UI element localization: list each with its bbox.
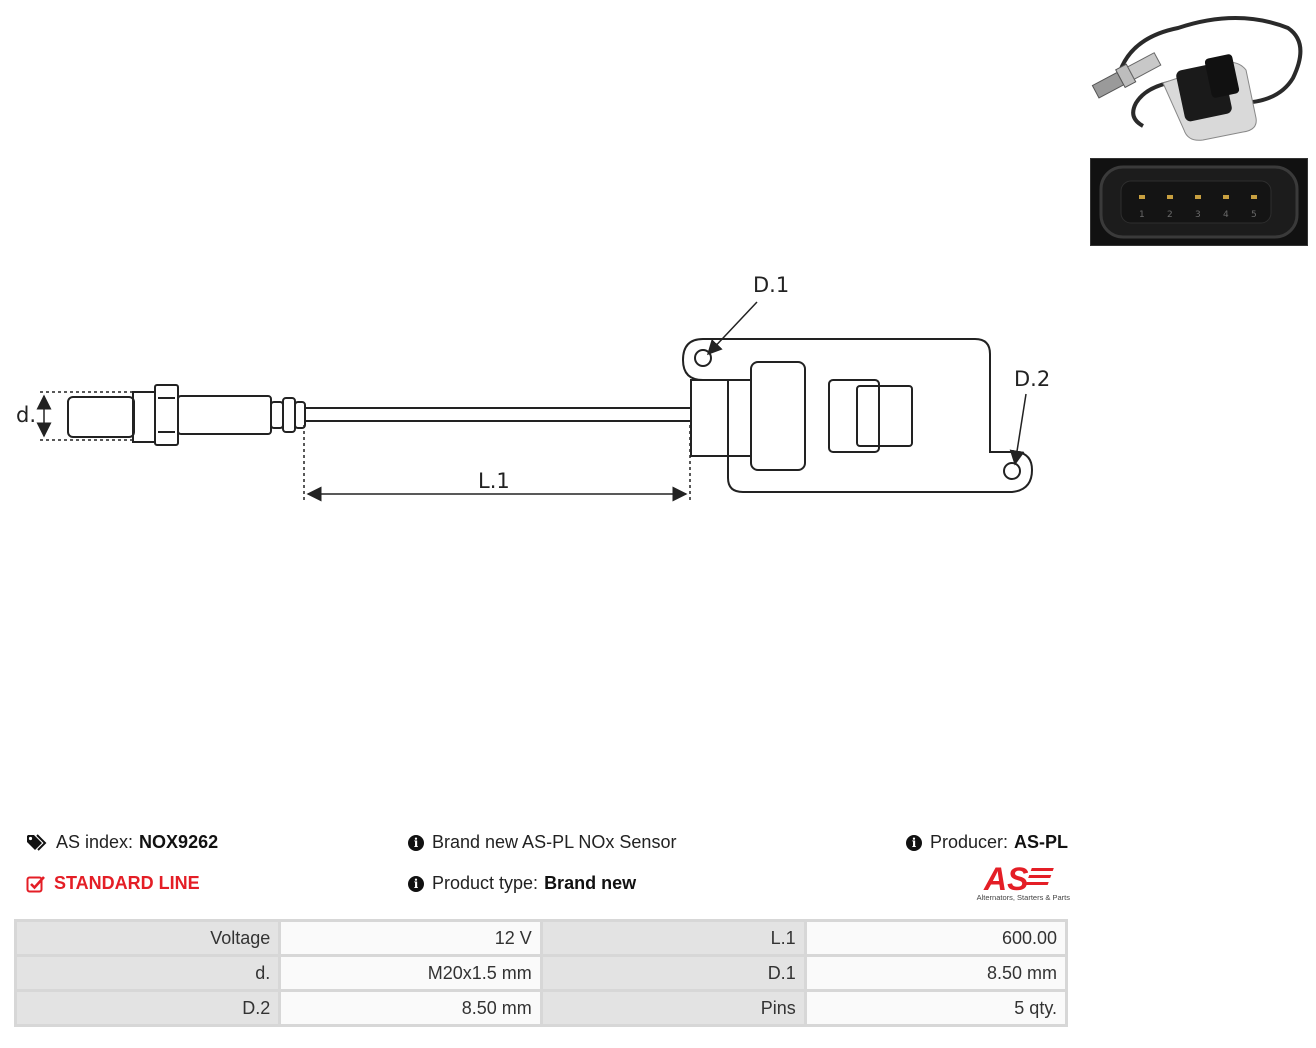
pin-label: 5 (1251, 210, 1257, 220)
pin-label: 4 (1223, 210, 1229, 220)
spec-key: D.2 (17, 992, 279, 1024)
technical-drawing: d. L.1 D.1 D.2 (16, 273, 1050, 502)
logo-tagline: Alternators, Starters & Parts (976, 893, 1070, 902)
label-d2: D.2 (1014, 367, 1050, 391)
spec-value: 8.50 mm (281, 992, 540, 1024)
check-square-icon (26, 875, 45, 892)
info-circle-icon: i (408, 875, 424, 892)
connector-socket (750, 361, 806, 471)
standard-line-label: STANDARD LINE (54, 873, 200, 893)
standard-line: STANDARD LINE (26, 873, 200, 894)
spec-key: d. (17, 957, 279, 989)
spec-value: 600.00 (806, 922, 1065, 954)
probe-tip (67, 396, 135, 438)
product-type-label: Product type: (432, 873, 539, 893)
as-index: AS index: NOX9262 (26, 832, 218, 853)
product-type: i Product type: Brand new (408, 873, 636, 894)
info-circle-icon: i (408, 834, 424, 851)
logo-mark: AS (983, 862, 1029, 894)
spec-key: Voltage (17, 922, 279, 954)
mounting-hole-d1 (694, 349, 712, 367)
probe-body (177, 395, 272, 435)
spec-key: L.1 (542, 922, 804, 954)
info-circle-icon: i (906, 834, 922, 851)
spec-value: 5 qty. (806, 992, 1065, 1024)
as-index-value: NOX9262 (139, 832, 219, 852)
pin-label: 3 (1195, 210, 1201, 220)
label-d1: D.1 (753, 273, 789, 297)
spec-value: M20x1.5 mm (281, 957, 540, 989)
product-photo (1091, 16, 1303, 141)
pin-label: 2 (1167, 210, 1173, 220)
spec-value: 12 V (281, 922, 540, 954)
tags-icon (27, 833, 47, 851)
leader-d1 (706, 301, 758, 356)
hex-nut (132, 391, 156, 443)
connector-photo: 1 2 3 4 5 (1090, 158, 1308, 246)
spec-key: D.1 (542, 957, 804, 989)
leader-d2 (1009, 393, 1027, 466)
label-l1: L.1 (478, 469, 510, 493)
as-pl-logo: AS Alternators, Starters & Parts (962, 861, 1070, 908)
spec-key: Pins (542, 992, 804, 1024)
producer-value: AS-PL (1014, 832, 1069, 852)
producer: i Producer: AS-PL (906, 832, 1068, 853)
description: i Brand new AS-PL NOx Sensor (408, 832, 676, 853)
producer-label: Producer: (930, 832, 1009, 852)
description-text: Brand new AS-PL NOx Sensor (432, 832, 677, 852)
as-index-label: AS index: (56, 832, 134, 852)
label-d: d. (16, 403, 36, 427)
pin-label: 1 (1139, 210, 1145, 220)
product-type-value: Brand new (544, 873, 637, 893)
mounting-hole-d2 (1003, 462, 1021, 480)
control-unit-housing (681, 338, 1034, 493)
spec-value: 8.50 mm (806, 957, 1065, 989)
